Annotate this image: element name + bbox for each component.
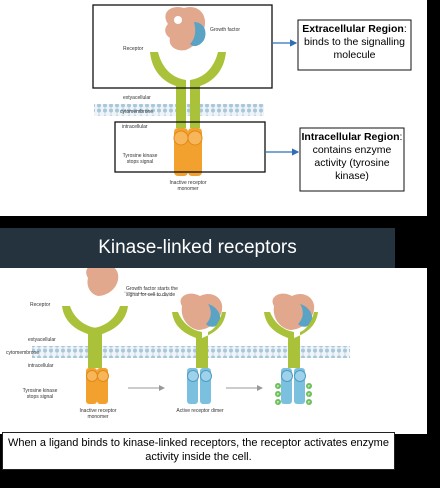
bottom-panel: P P P P P P Growth factor starts the sig…	[0, 264, 427, 434]
phospho-label: P	[308, 392, 311, 397]
bottom-tyrosine-kinase-label: Tyrosine kinase	[23, 388, 58, 394]
top-monomer-label: monomer	[177, 186, 198, 192]
extracellular-box-text: Extracellular Region: binds to the signa…	[300, 23, 409, 62]
intracellular-box	[299, 127, 405, 192]
top-intracellular-label: intracellular	[122, 124, 148, 130]
top-growth-factor-shape	[165, 6, 206, 51]
intracellular-box-text: Intracellular Region: contains enzyme ac…	[301, 131, 403, 184]
intracellular-box-rest: : contains enzyme activity (tyrosine kin…	[312, 131, 403, 183]
top-stops-signal-label: stops signal	[127, 159, 153, 165]
bottom-growth-factor-label-2: signal for cell to divide	[126, 292, 175, 298]
top-tyrosine-kinase-label: Tyrosine kinase	[123, 153, 158, 159]
top-extracellular-frame	[92, 4, 273, 89]
bottom-membrane-label: cytomembrone	[6, 350, 39, 356]
phospho-label: P	[277, 400, 280, 405]
phospho-label: P	[308, 400, 311, 405]
top-receptor-label: Receptor	[123, 46, 144, 52]
bottom-active-receptor	[172, 293, 226, 404]
bottom-membrane	[32, 346, 350, 358]
section-title: Kinase-linked receptors	[0, 228, 395, 268]
bottom-receptor-label: Receptor	[30, 302, 51, 308]
extracellular-box-rest: : binds to the signalling molecule	[304, 23, 407, 62]
extracellular-box	[297, 19, 412, 71]
top-extracellular-label: extyacellular	[123, 95, 151, 101]
top-inactive-label: Inactive receptor	[170, 180, 207, 186]
phosphate-groups: P P P P P P	[275, 383, 312, 405]
growth-factor-pointer	[123, 291, 169, 297]
top-membrane-label: cytomembrone	[120, 109, 153, 115]
bottom-inactive-label: Inactive receptor	[80, 408, 117, 414]
caption-box: When a ligand binds to kinase-linked rec…	[2, 432, 395, 470]
caption-text: When a ligand binds to kinase-linked rec…	[8, 437, 389, 464]
top-intracellular-frame	[114, 121, 266, 173]
top-receptor-shape	[150, 52, 226, 176]
intracellular-box-bold: Intracellular Region	[301, 131, 400, 143]
bottom-active-dimer-label: Active receptor dimer	[176, 408, 224, 414]
bottom-growth-factor-label-1: Growth factor starts the	[126, 286, 178, 292]
phospho-label: P	[277, 392, 280, 397]
extracellular-box-bold: Extracellular Region	[302, 23, 404, 35]
top-growth-factor-label: Growth factor	[210, 27, 240, 33]
bottom-inactive-receptor	[62, 264, 128, 404]
bottom-stops-signal-label: stops signal	[27, 394, 53, 400]
bottom-phosphorylated-receptor: P P P P P P	[264, 293, 318, 405]
bottom-extracellular-label: extyacellular	[28, 337, 56, 343]
top-panel: Growth factor Receptor extyacellular cyt…	[0, 0, 427, 216]
bottom-intracellular-label: intracellular	[28, 363, 54, 369]
bottom-monomer-label: monomer	[87, 414, 108, 420]
phospho-label: P	[308, 384, 311, 389]
phospho-label: P	[277, 384, 280, 389]
